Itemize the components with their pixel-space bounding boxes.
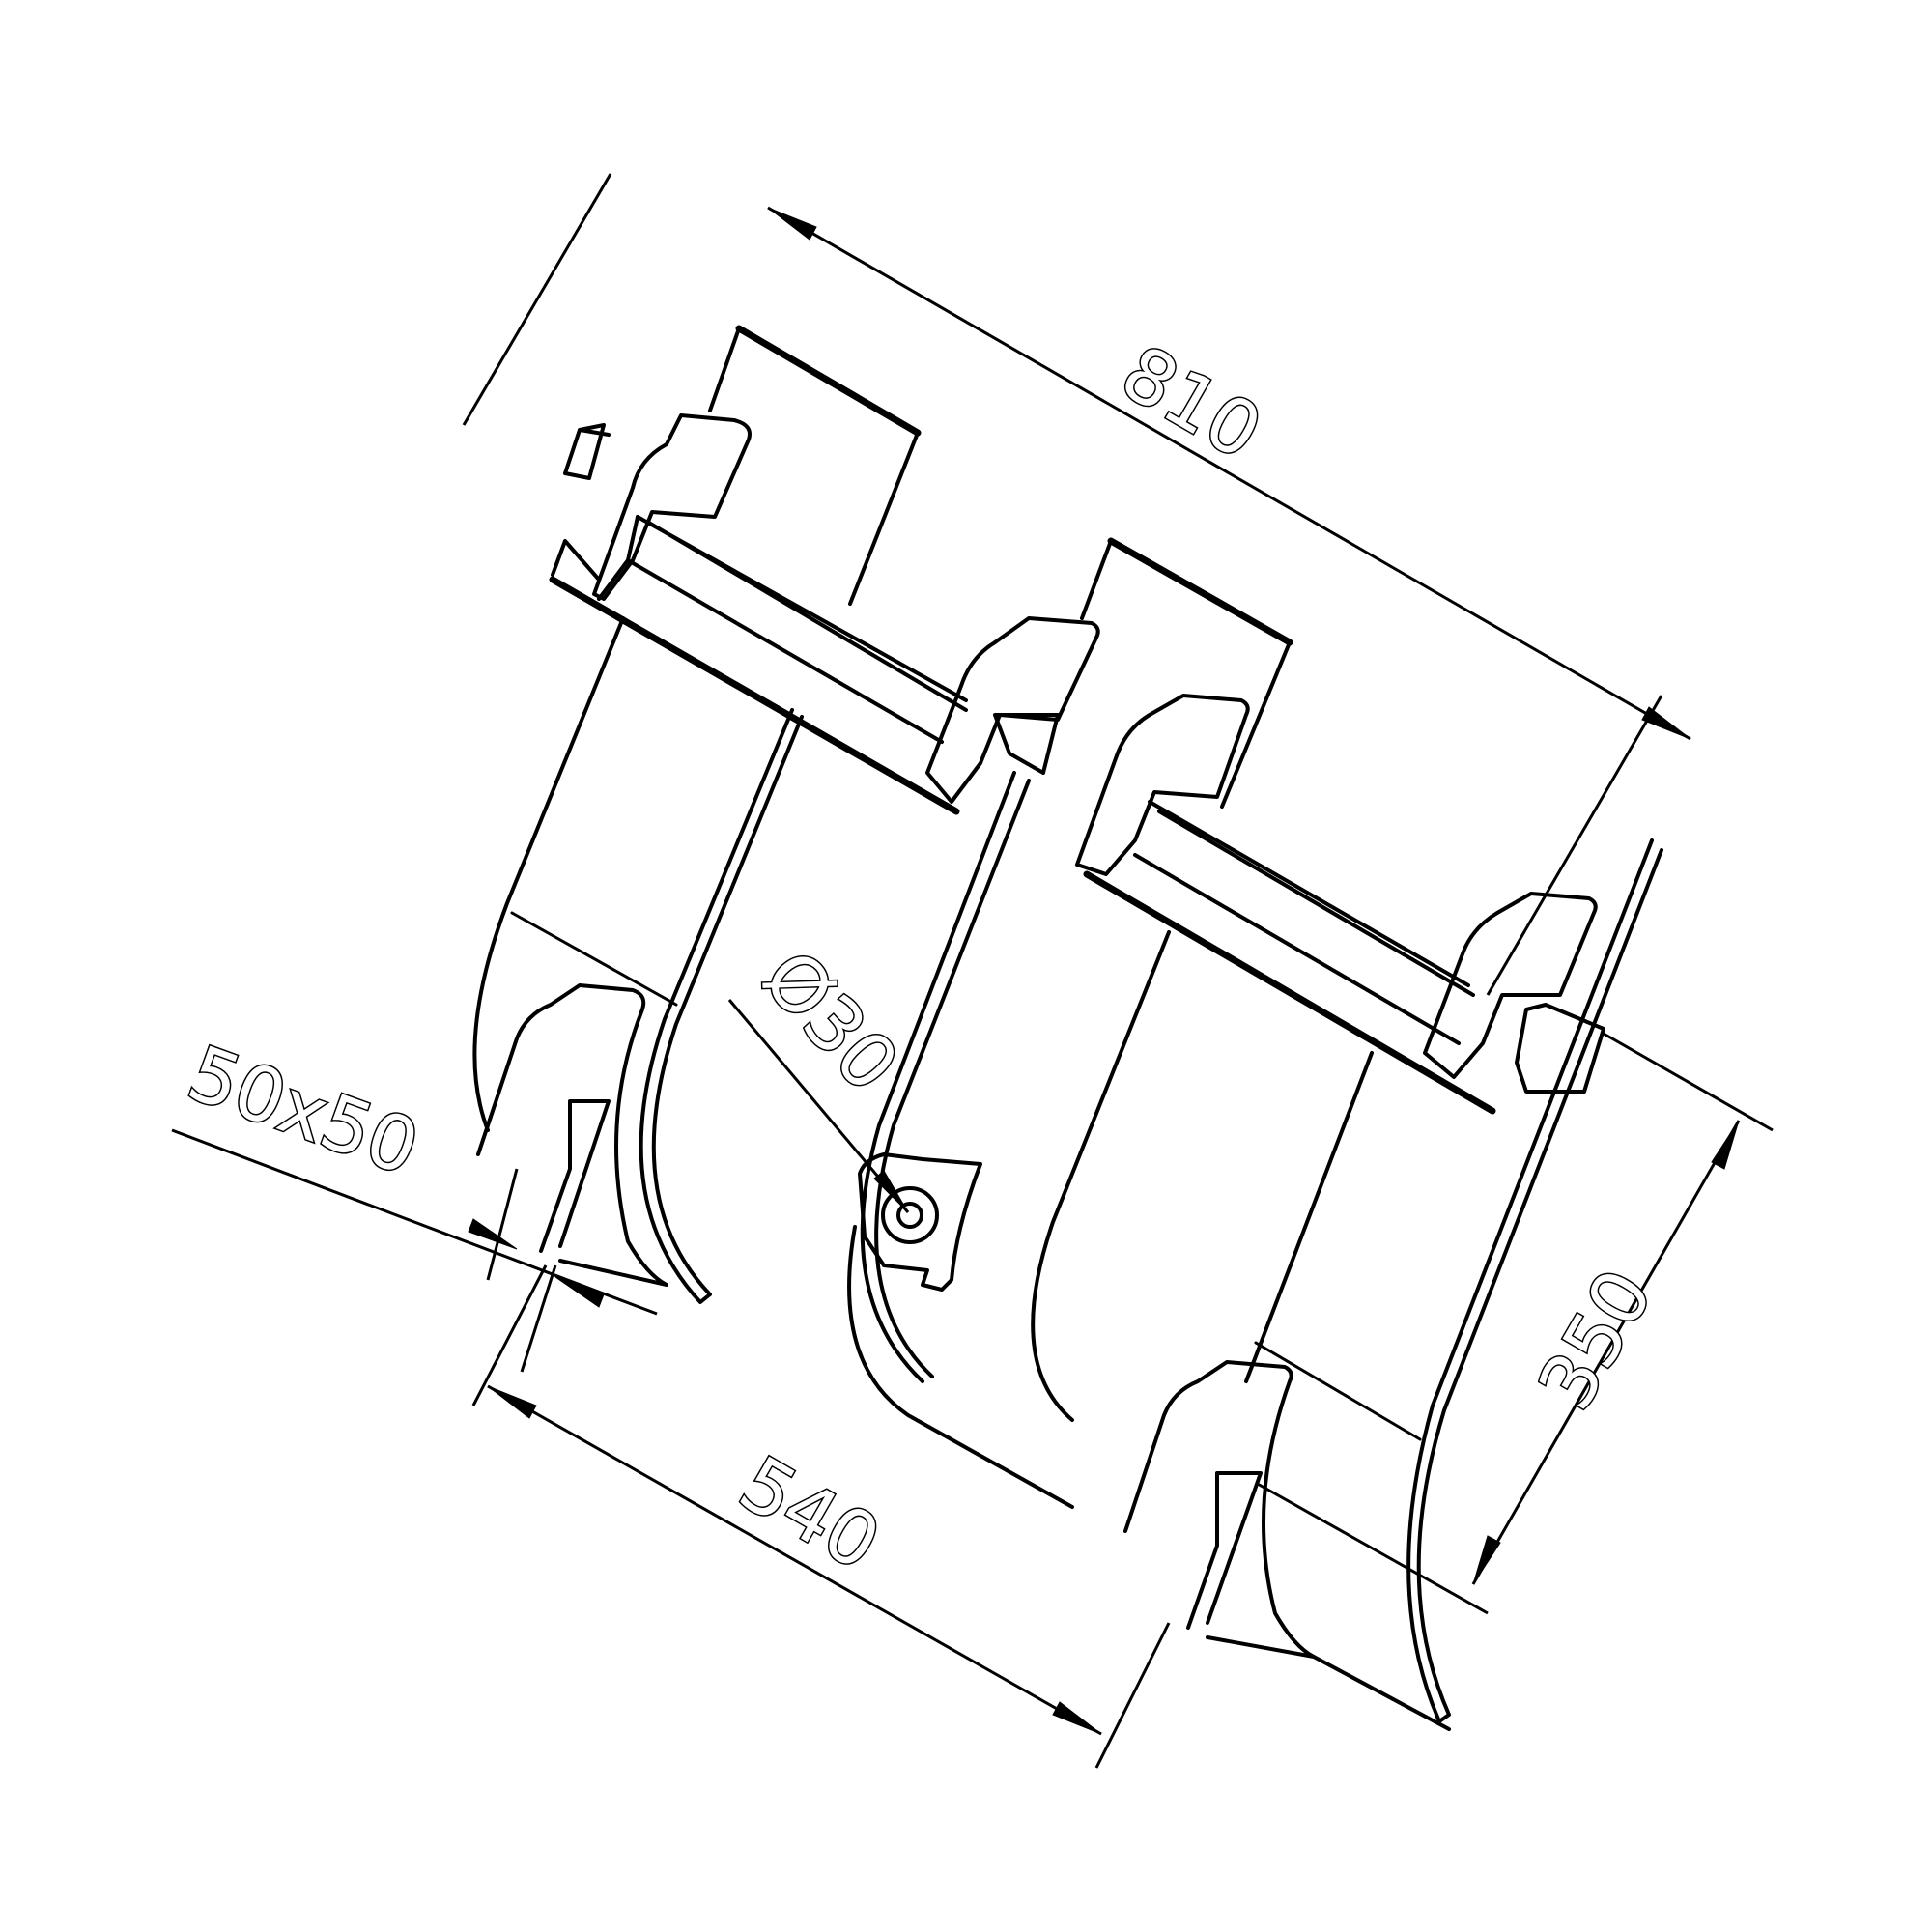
right-rail-hatch	[1254, 1341, 1422, 1441]
left-lower-clamp-inner	[539, 1099, 611, 1253]
right-back-plate-top	[1107, 537, 1293, 646]
right-clamp-right	[1423, 892, 1598, 1079]
left-top-bar-faces	[626, 515, 968, 744]
pivot-hole-inner	[896, 1202, 923, 1229]
dimension-diameter-label: Ø30	[746, 935, 914, 1109]
dimension-50x50-label: 50x50	[178, 1030, 430, 1192]
right-rear-rail	[1406, 838, 1663, 1723]
pivot-hole-outer	[881, 1186, 939, 1244]
dimension-350: 350	[1255, 1032, 1774, 1615]
left-back-plate-edge	[708, 327, 920, 606]
dimension-540: 540	[471, 1264, 1171, 1769]
left-back-plate-top	[735, 325, 922, 437]
left-clamp-right-inner	[993, 713, 1060, 775]
right-front-rail-outer	[1031, 930, 1171, 1422]
left-top-bar	[549, 576, 960, 815]
left-top-bar-endcap	[597, 515, 639, 601]
left-clamp-right	[925, 616, 1100, 804]
left-front-rail-inner	[639, 708, 804, 1304]
right-middle-rail	[1244, 1051, 1374, 1383]
left-middle-rail-2	[874, 779, 1031, 1378]
dimension-540-label: 540	[725, 1440, 894, 1587]
right-bottom-rail	[1312, 1655, 1451, 1731]
right-clamp-upper	[1075, 694, 1250, 876]
right-back-plate-edge	[1080, 539, 1292, 809]
left-clamp-tab	[563, 423, 611, 480]
left-lower-clamp	[476, 983, 668, 1287]
right-top-bar-faces	[1133, 800, 1475, 1045]
left-middle-rail	[860, 771, 1016, 1383]
right-top-bar	[1083, 870, 1496, 1115]
dimension-50x50: 50x50	[171, 1029, 658, 1373]
dimension-diameter-30: Ø30	[727, 933, 916, 1213]
left-clamp-foot	[551, 539, 601, 582]
left-roller-assembly	[472, 325, 1100, 1383]
dimension-810-label: 810	[1107, 329, 1275, 476]
left-front-rail-outer	[472, 616, 625, 1132]
left-clamp-upper	[592, 413, 752, 601]
pivot-bracket-lower	[847, 1225, 1074, 1509]
dimension-810: 810	[462, 173, 1691, 996]
left-rail-hatch	[510, 911, 678, 1007]
right-lower-clamp-inner	[1186, 1471, 1263, 1630]
right-lower-clamp	[1123, 1360, 1316, 1659]
right-end-block	[1515, 1003, 1605, 1094]
right-roller-assembly	[1031, 537, 1663, 1731]
